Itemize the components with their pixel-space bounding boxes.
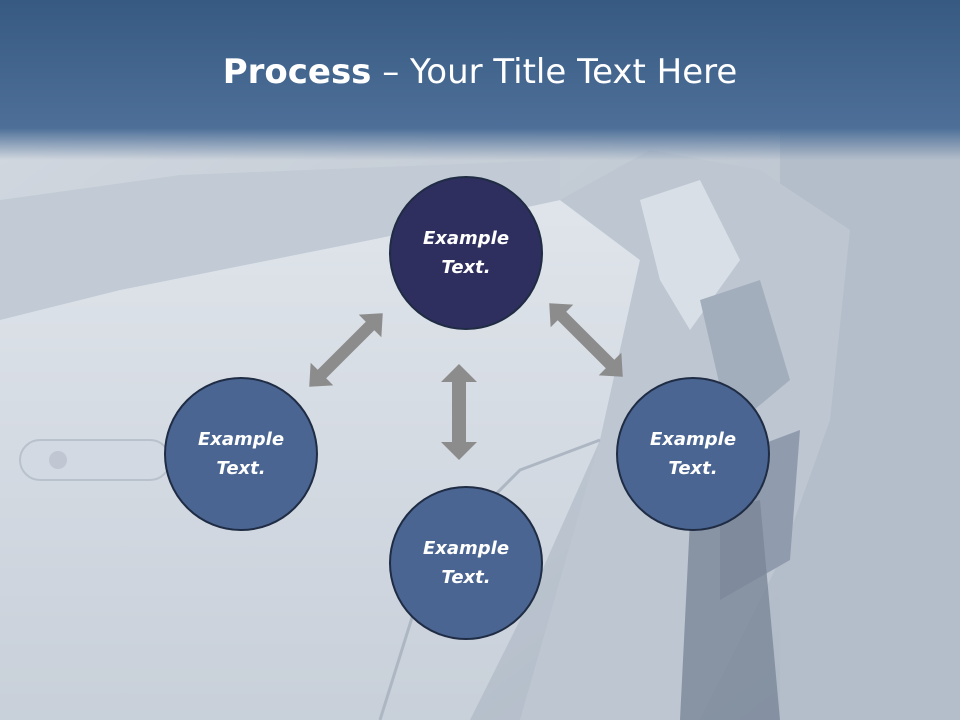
node-right-line1: Example (650, 425, 736, 454)
node-right-line2: Text. (650, 454, 736, 483)
node-top-line2: Text. (423, 253, 509, 282)
node-left[interactable]: Example Text. (164, 377, 318, 531)
node-right[interactable]: Example Text. (616, 377, 770, 531)
slide-title: Process – Your Title Text Here (0, 52, 960, 92)
node-top-line1: Example (423, 224, 509, 253)
title-bold: Process (223, 52, 372, 92)
node-top[interactable]: Example Text. (389, 176, 543, 330)
node-left-line1: Example (198, 425, 284, 454)
node-bottom[interactable]: Example Text. (389, 486, 543, 640)
node-bottom-line1: Example (423, 534, 509, 563)
title-rest: – Your Title Text Here (371, 52, 737, 92)
node-left-line2: Text. (198, 454, 284, 483)
node-bottom-line2: Text. (423, 563, 509, 592)
